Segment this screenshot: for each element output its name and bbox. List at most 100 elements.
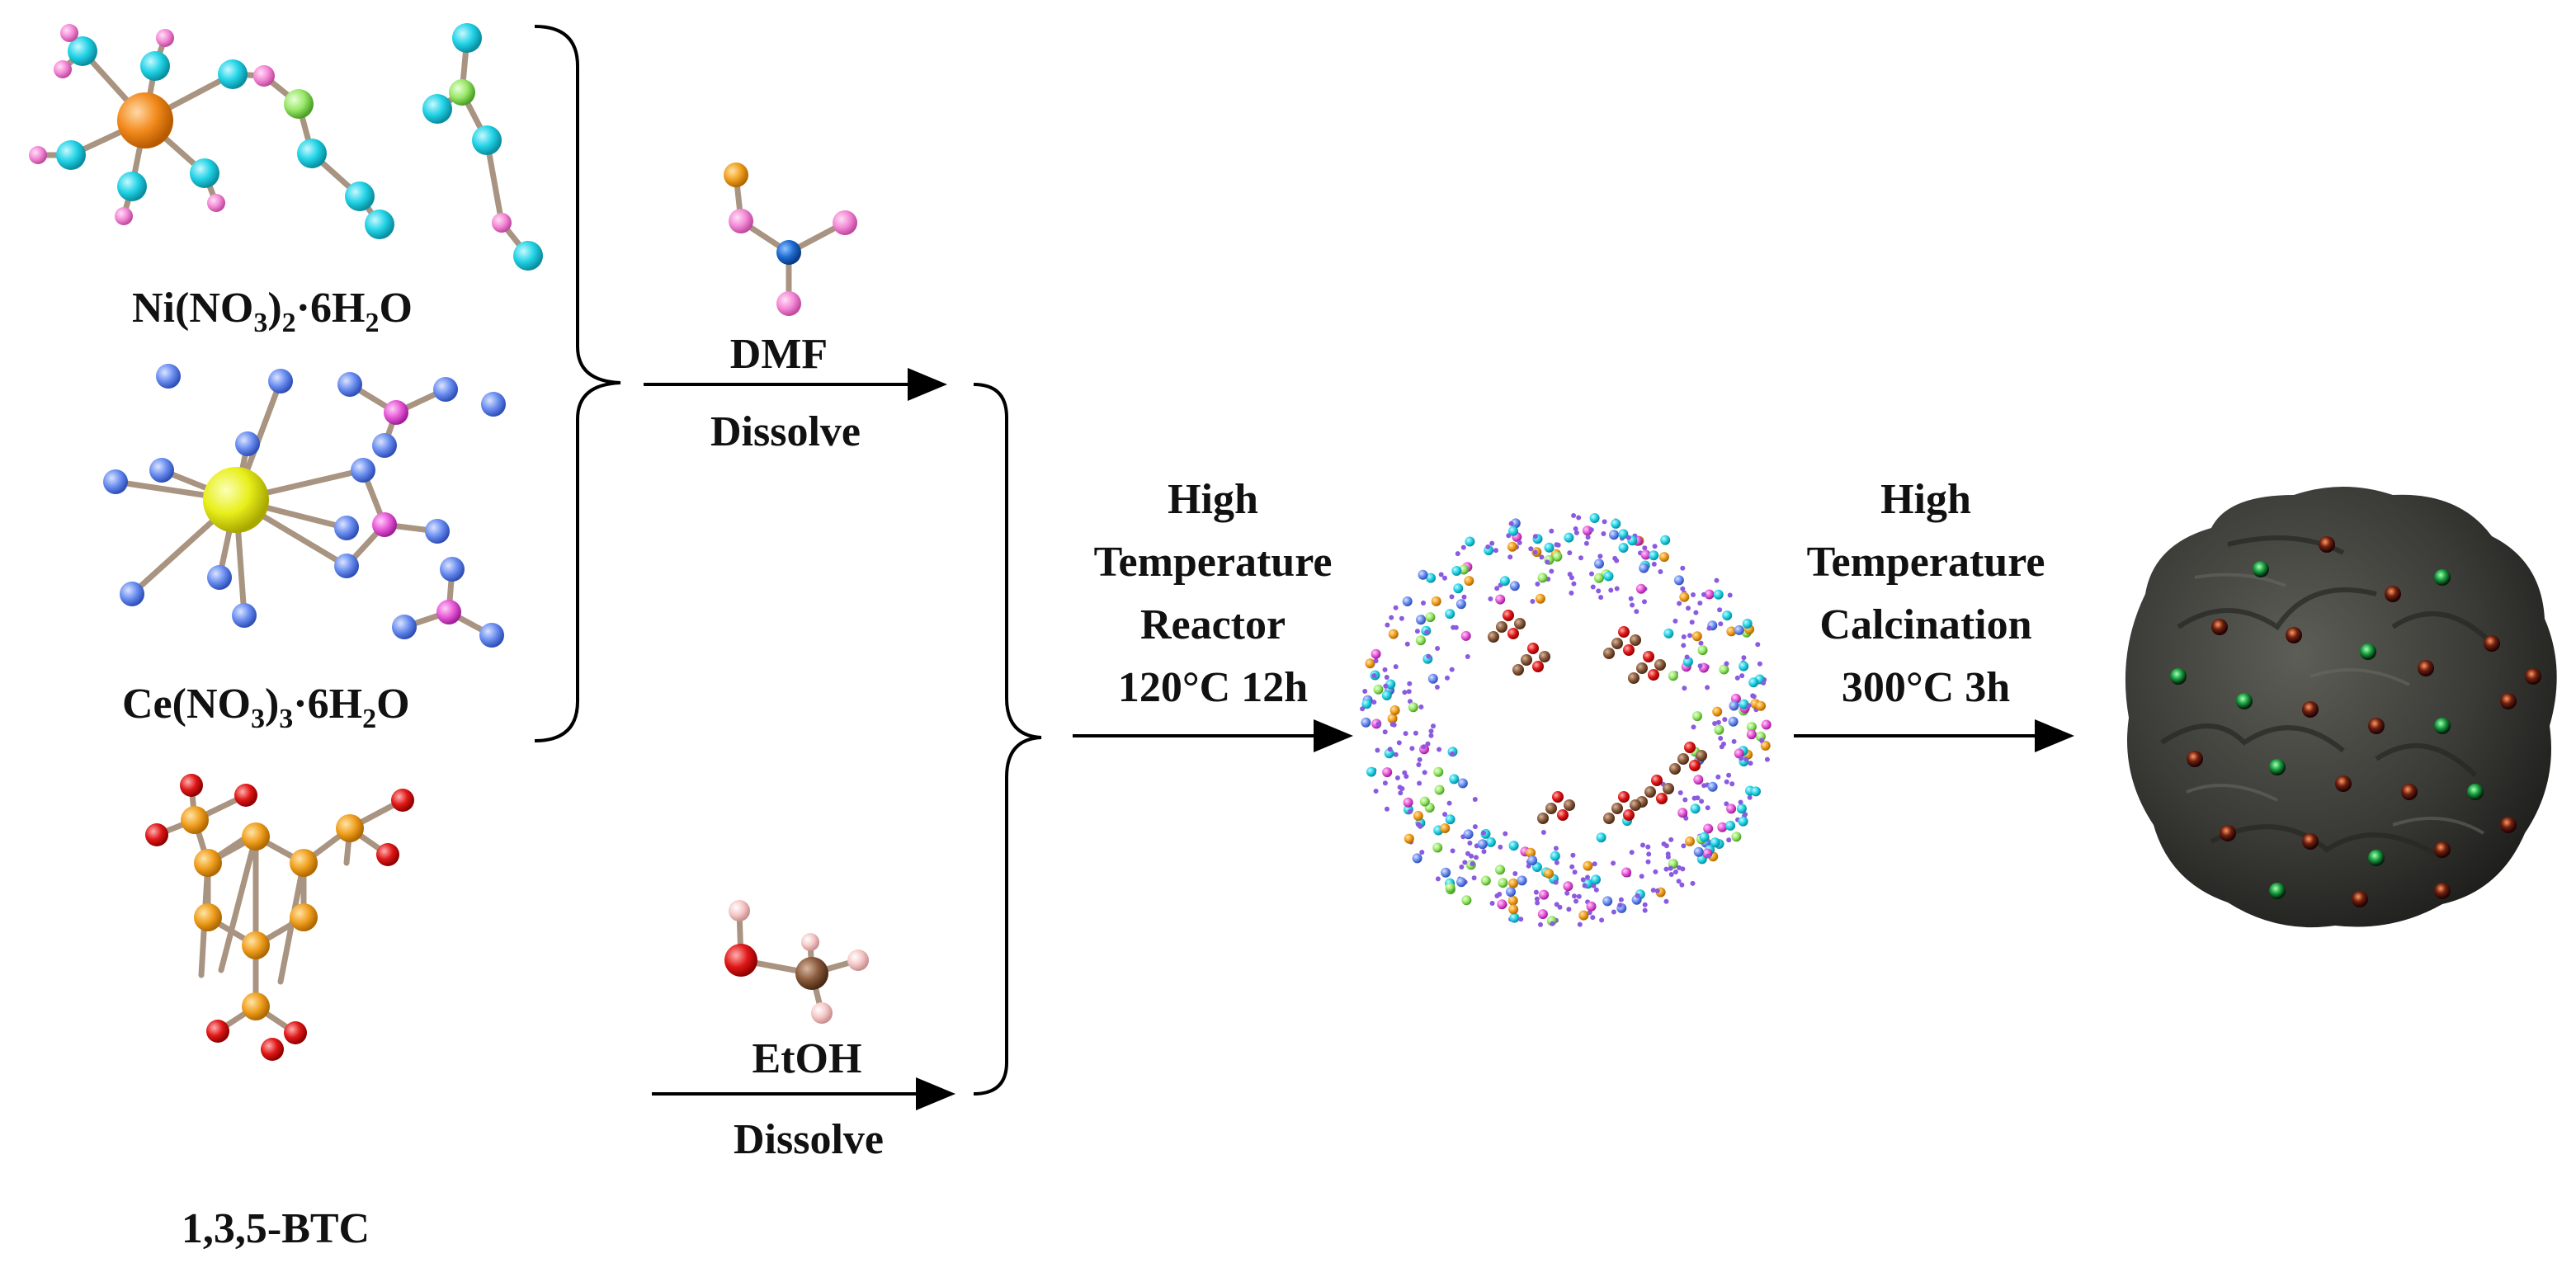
mof-atom (1460, 544, 1466, 550)
mof-atom (1739, 756, 1744, 761)
mof-atom (1649, 550, 1659, 561)
btc-linker-atom (1557, 809, 1569, 821)
mof-atom (1577, 921, 1583, 927)
mof-atom (1690, 880, 1696, 886)
reactor-line-3: Reactor (1140, 601, 1286, 648)
mof-atom (1585, 535, 1591, 540)
mof-atom (1408, 808, 1413, 814)
mof-atom (1724, 661, 1729, 667)
mof-atom (1528, 546, 1534, 552)
mof-atom (1539, 889, 1550, 900)
reactor-line-1: High (1168, 476, 1258, 523)
mof-atom (1684, 654, 1690, 660)
mof-atom (1699, 799, 1705, 804)
mof-atom (1598, 595, 1604, 601)
mof-atom (1713, 589, 1724, 600)
mof-atom (1617, 902, 1623, 908)
mof-atom (1426, 573, 1436, 583)
mof-atom (1472, 797, 1478, 802)
mof-atom (1451, 566, 1462, 576)
mof-atom (1676, 879, 1682, 884)
mof-atom (1418, 569, 1428, 580)
mof-atom (1760, 740, 1771, 751)
calcination-line-2: Temperature (1807, 539, 2045, 586)
mof-atom (1679, 591, 1690, 602)
btc-linker-atom (1545, 803, 1557, 814)
mof-atom (1428, 733, 1434, 738)
mof-atom (1726, 772, 1732, 778)
mof-atom (1413, 730, 1418, 736)
nanoparticle-dot (2335, 775, 2352, 792)
mof-atom (1530, 599, 1536, 604)
nanoparticle-dot (2253, 561, 2269, 577)
mof-atom (1552, 551, 1563, 562)
mof-atom (1442, 812, 1448, 818)
mof-atom (1418, 704, 1424, 709)
btc-linker-atom (1684, 742, 1696, 753)
mof-atom (1494, 586, 1500, 591)
mof-atom (1586, 901, 1597, 912)
mof-atom (1677, 790, 1683, 795)
mof-atom (1434, 685, 1440, 690)
mof-atom (1706, 625, 1712, 631)
mof-atom (1426, 653, 1432, 659)
mof-atom (1761, 680, 1767, 686)
btc-linker-atom (1514, 618, 1526, 629)
mof-atom (1495, 594, 1506, 605)
mof-atom (1673, 869, 1678, 874)
mof-atom (1590, 584, 1596, 590)
mof-atom (1739, 673, 1745, 679)
mof-atom (1416, 615, 1426, 625)
mof-atom (1621, 867, 1632, 878)
btc-linker-atom (1656, 793, 1668, 804)
mof-atom (1640, 842, 1645, 848)
mof-atom (1449, 594, 1455, 600)
mof-atom (1450, 848, 1455, 854)
calcination-line-1: High (1880, 476, 1971, 523)
mof-atom (1686, 606, 1691, 611)
mof-atom (1629, 850, 1635, 855)
btc-linker-atom (1630, 634, 1641, 646)
mof-atom (1456, 877, 1466, 888)
mof-atom (1495, 865, 1505, 875)
mof-atom (1691, 631, 1702, 642)
mof-atom (1441, 867, 1451, 878)
mof-atom (1679, 882, 1685, 888)
mof-atom (1438, 572, 1444, 577)
mof-atom (1409, 746, 1415, 752)
mof-atom (1383, 683, 1389, 689)
mof-atom (1580, 877, 1586, 883)
mof-atom (1463, 829, 1474, 840)
mof-atom (1569, 590, 1574, 596)
mof-atom (1741, 655, 1747, 661)
nanoparticle-dot (2187, 751, 2203, 767)
mof-atom (1455, 599, 1466, 610)
mof-atom (1599, 917, 1605, 923)
btc-linker-atom (1623, 809, 1635, 821)
mof-atom (1455, 551, 1460, 557)
metal-salts-brace (534, 25, 621, 742)
mof-atom (1432, 842, 1443, 853)
mof-atom (1538, 921, 1543, 927)
mof-atom (1682, 657, 1693, 667)
mof-atom (1759, 737, 1765, 743)
mof-atom (1544, 868, 1555, 879)
mof-atom (1360, 706, 1366, 712)
mof-atom (1748, 677, 1759, 688)
mof-atom (1756, 700, 1766, 711)
mof-atom (1507, 554, 1513, 560)
calcination-line-3: Calcination (1819, 601, 2031, 648)
mof-atom (1751, 786, 1761, 797)
mof-atom (1719, 664, 1729, 675)
mof-atom (1384, 675, 1389, 680)
mof-atom (1603, 571, 1614, 582)
btc-linker-atom (1643, 651, 1654, 662)
mof-atom (1549, 568, 1555, 574)
mof-atom (1706, 853, 1711, 859)
mof-atom (1373, 789, 1379, 794)
mof-atom (1691, 795, 1697, 801)
calcined-particle-icon (2125, 487, 2557, 928)
mof-atom (1509, 912, 1520, 923)
mof-atom (1512, 871, 1518, 876)
mof-atom (1450, 751, 1455, 756)
